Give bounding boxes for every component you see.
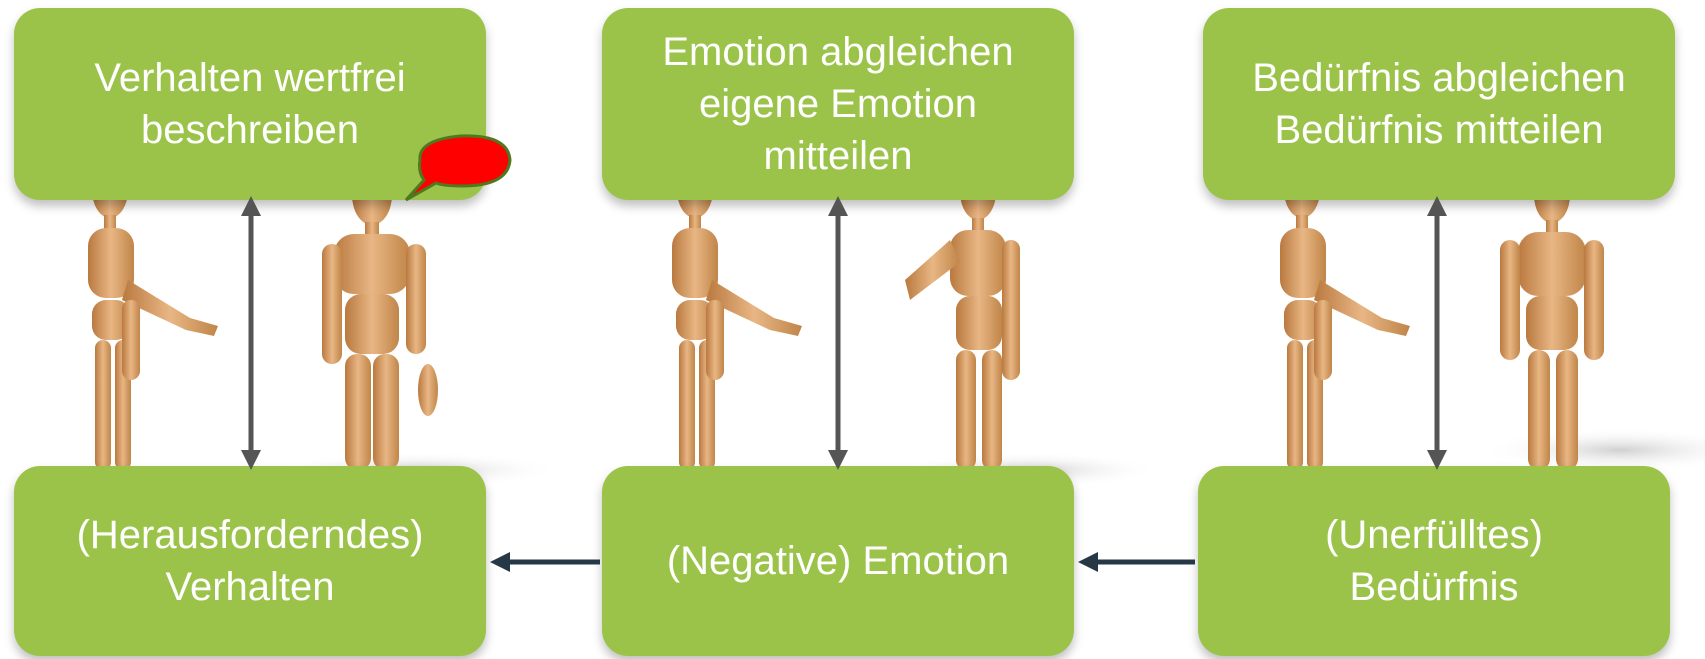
cause-box-emotion: (Negative) Emotion xyxy=(602,466,1074,656)
pointing-mannequin xyxy=(1280,162,1410,470)
pointing-mannequin xyxy=(672,162,802,470)
step-box-match-need: Bedürfnis abgleichen Bedürfnis mitteilen xyxy=(1203,8,1675,200)
standing-mannequin xyxy=(1500,167,1604,470)
hand-on-chest-mannequin xyxy=(905,164,1020,470)
back-view-mannequin xyxy=(322,165,438,470)
step-box-match-emotion: Emotion abgleichen eigene Emotion mittei… xyxy=(602,8,1074,200)
step-box-describe-behavior: Verhalten wertfrei beschreiben xyxy=(14,8,486,200)
cause-box-behavior: (Herausforderndes) Verhalten xyxy=(14,466,486,656)
cause-box-need: (Unerfülltes) Bedürfnis xyxy=(1198,466,1670,656)
pointing-mannequin xyxy=(88,162,218,470)
